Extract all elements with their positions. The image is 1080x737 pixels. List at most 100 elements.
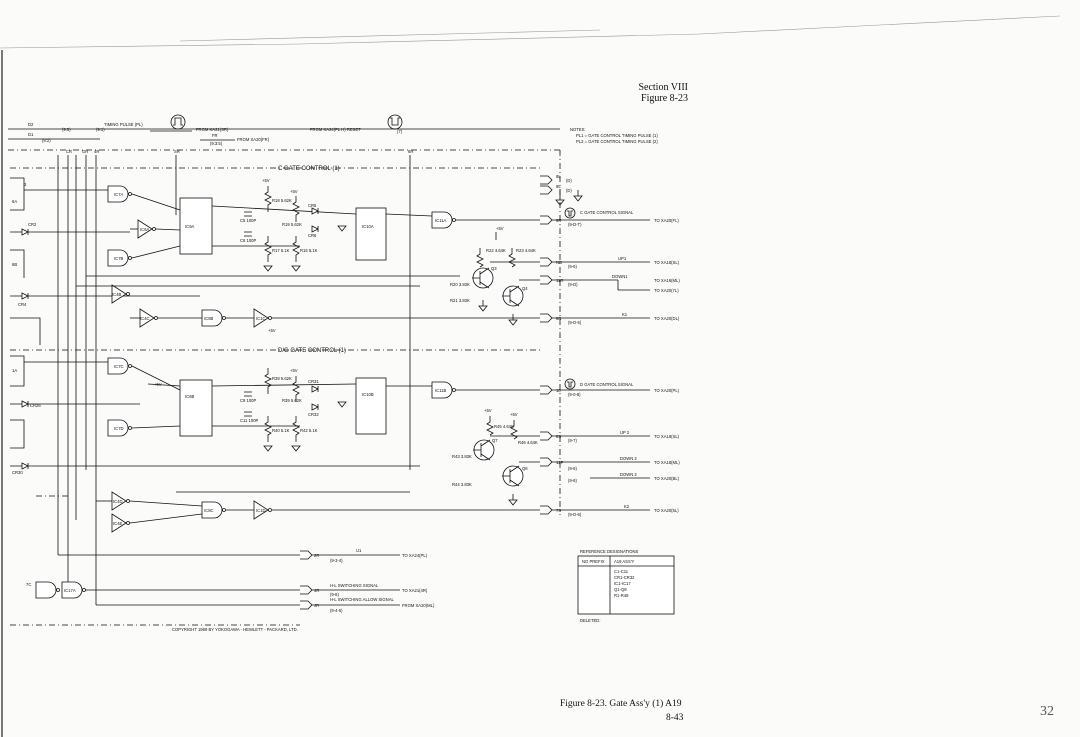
ic4e-label: IC4E — [113, 521, 123, 526]
gate-pulse-icons — [564, 207, 576, 390]
ref-table-row-2: CR1-CR32 — [614, 575, 635, 580]
out-pin-10: 10 — [556, 388, 561, 393]
out-pin-9r: 9R — [556, 218, 561, 223]
out-dest-k1: TO XA20(DL) — [654, 316, 680, 321]
r38-label: R38 5.62K — [272, 376, 292, 381]
ref-7: (7) — [397, 129, 403, 134]
ic7b-label: IC7B — [114, 256, 124, 261]
ic7c-label: IC7C — [114, 364, 124, 369]
r44-label: R44 3.83K — [452, 482, 472, 487]
vertical-feeds — [57, 155, 411, 605]
ic11b-label: IC11B — [435, 388, 447, 393]
dg-5v-c: +5V — [484, 408, 492, 413]
bot-pin-4r: 4R — [314, 588, 319, 593]
cr4-label: CR4 — [18, 302, 27, 307]
q8-label: Q8 — [522, 466, 528, 471]
out-ref-up1: (9-6) — [568, 264, 577, 269]
r20-label: R20 3.83K — [450, 282, 470, 287]
fr-label: FR — [212, 133, 218, 138]
out-pin-8l: 8L — [556, 174, 561, 179]
timing-pulse-label: TIMING PULSE (PL) — [104, 122, 143, 127]
timing-pulse-symbol — [170, 114, 186, 130]
out-dest-7l: TO XA20(7L) — [654, 288, 679, 293]
bot-pin-jr: JR — [314, 603, 319, 608]
cr31-label: CR31 — [308, 379, 319, 384]
ref-9-1: (9:1) — [96, 127, 105, 132]
r23-label: R23 4.64K — [516, 248, 536, 253]
c-gate-5v-a: +5V — [262, 178, 270, 183]
ic12-label: IC17A — [64, 588, 76, 593]
figure-caption: Figure 8-23. Gate Ass'y (1) A19 — [560, 699, 682, 709]
r17-label: R17 5.1K — [272, 248, 290, 253]
out-pin-9l: 9L — [556, 184, 561, 189]
out-label-c-gate: C GATE CONTROL SIGNAL — [580, 210, 634, 215]
left-label-6a: 6A — [12, 199, 17, 204]
output-connectors — [300, 175, 650, 610]
ic4d-label: IC4D — [113, 499, 123, 504]
out-ref-9l: (D) — [566, 188, 572, 193]
out-dest-k2: TO XA20(5L) — [654, 508, 679, 513]
bot-ref-jr: (9-4-5) — [330, 608, 343, 613]
out-label-up1: UP1 — [618, 256, 627, 261]
c-gate-logic — [24, 185, 540, 328]
cr2-label: CR2 — [28, 222, 37, 227]
bot-label-hl-allow: H-L SWITCHING ALLOW SIGNAL — [330, 597, 395, 602]
bus-4r: 4R — [94, 149, 99, 154]
ref-table-deleted: DELETED: — [580, 618, 600, 623]
cr5-label: CR5 — [308, 203, 317, 208]
left-label-1a: 1A — [12, 368, 17, 373]
out-label-up2: UP 2 — [620, 430, 630, 435]
ic4b-label: IC4B — [112, 292, 122, 297]
c11-label: C11 100P — [240, 418, 259, 423]
top-buses — [8, 128, 561, 515]
ic10b-label: IC10B — [362, 392, 374, 397]
q3-label: Q3 — [491, 266, 497, 271]
ic10a-label: IC10A — [362, 224, 374, 229]
d2-label: D2 — [28, 122, 34, 127]
ic8b-label: IC8B — [204, 316, 214, 321]
out-label-k1: K1 — [622, 312, 628, 317]
notes-heading: NOTES: — [570, 127, 586, 132]
from-ka20-label: FROM XA20(FR) — [237, 137, 270, 142]
cr6-label: CR6 — [308, 233, 317, 238]
ic1d-label: IC1D — [256, 508, 266, 513]
out-dest-up2: TO XA18(SL) — [654, 434, 680, 439]
bus-6r: 6R — [408, 149, 413, 154]
r40-label: R40 5.1K — [272, 428, 290, 433]
d1-label: D1 — [28, 132, 34, 137]
out-ref-up2: (9-7) — [568, 438, 577, 443]
ic4c-label: IC4C — [140, 316, 150, 321]
bot-dest-hl-allow: FROM XA20(ML) — [402, 603, 435, 608]
r42-label: R42 5.1K — [300, 428, 318, 433]
out-label-down2: DOWN 2 — [620, 456, 637, 461]
c-gate-5v-b: +5V — [290, 189, 298, 194]
cr32-label: CR32 — [308, 412, 319, 417]
ref-table-col1: NO PREFIX — [582, 559, 605, 564]
bot-ref-4r: (9-8) — [330, 592, 339, 597]
c-gate-title: C GATE CONTROL (1) — [278, 166, 340, 172]
bus-sr: SR — [174, 149, 180, 154]
ic1c-label: IC1C — [256, 316, 266, 321]
out-ref-k1: (9-D-5) — [568, 320, 582, 325]
bus-gr: GR — [82, 149, 88, 154]
ref-table-row-5: R1-R48 — [614, 593, 629, 598]
dg-gate-title: D/G GATE CONTROL (1) — [278, 348, 346, 354]
bottom-logic — [10, 554, 300, 626]
dg-5v-b: +5V — [290, 368, 298, 373]
bot-pin-2r: 2R — [314, 553, 319, 558]
ic6b-label: IC6B — [185, 394, 195, 399]
r22-label: R22 4.64K — [486, 248, 506, 253]
q4-label: Q4 — [522, 286, 528, 291]
section-heading: Section VIII Figure 8-23 — [638, 82, 688, 104]
q7-label: Q7 — [492, 438, 498, 443]
r21-label: R21 3.83K — [450, 298, 470, 303]
out-dest-down2: TO XA18(ML) — [654, 460, 680, 465]
copyright-notice: COPYRIGHT 1969 BY YOKOGAWA - HEWLETT - P… — [172, 627, 298, 632]
ref-9-5: (9:5) — [62, 127, 71, 132]
out-ref-down2: (9-8) — [568, 466, 577, 471]
ref-table-row-1: C1-C11 — [614, 569, 629, 574]
reference-table — [577, 555, 675, 615]
left-label-7c: 7C — [26, 582, 31, 587]
scan-noise — [0, 15, 1061, 49]
